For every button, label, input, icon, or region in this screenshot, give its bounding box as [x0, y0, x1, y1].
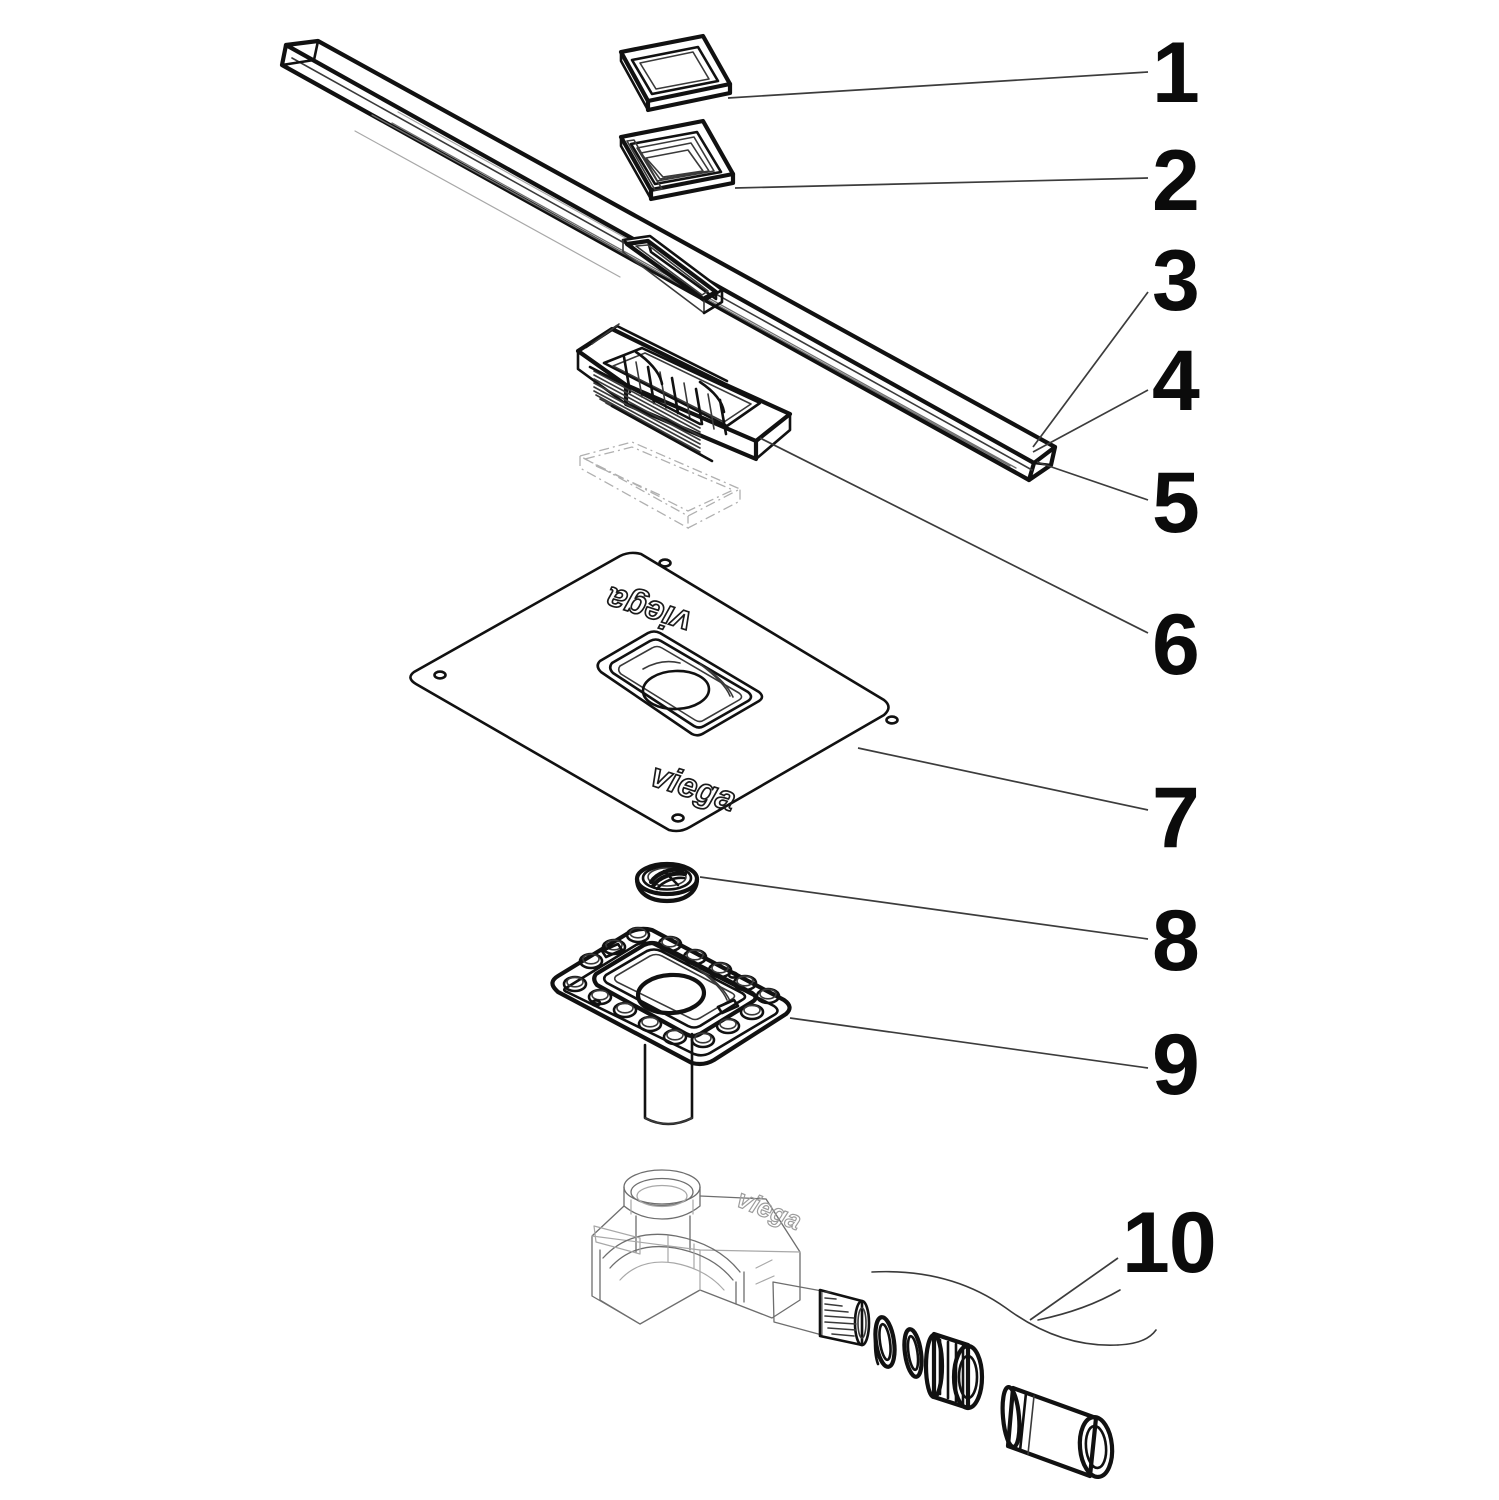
callout-label-6: 6 [1152, 597, 1200, 693]
leader-10 [1029, 1257, 1119, 1321]
part-7-sealing-membrane-plate: viega viega [409, 551, 899, 833]
channel-cover-opening [621, 234, 724, 315]
callout-label-9: 9 [1152, 1017, 1200, 1113]
leader-lines [699, 71, 1149, 1321]
viega-logo-siphon: viega [732, 1183, 806, 1237]
outlet-pipe [1000, 1385, 1115, 1480]
leader-9 [789, 1017, 1149, 1069]
callout-label-8: 8 [1152, 893, 1200, 989]
o-ring-2 [902, 1327, 924, 1379]
part-1-slot-cover-insert-plain [618, 33, 733, 113]
o-ring-1 [873, 1315, 897, 1369]
leader-3 [1032, 291, 1149, 448]
threaded-outlet [772, 1281, 871, 1347]
callout-label-2: 2 [1152, 133, 1200, 229]
part-2-slot-cover-insert-grooved [618, 118, 736, 202]
part-6-odour-trap-insert [575, 323, 793, 463]
callout-label-10: 10 [1122, 1195, 1217, 1291]
leader-6 [759, 437, 1149, 634]
svg-text:viega: viega [733, 1183, 806, 1236]
part-3-channel-cover-plate [279, 38, 1058, 483]
callout-label-3: 3 [1152, 233, 1200, 329]
membrane-central-opening [596, 630, 764, 737]
leader-7 [857, 747, 1149, 811]
leader-8 [699, 876, 1149, 940]
leader-5 [1036, 461, 1149, 501]
leader-4 [1032, 389, 1149, 453]
leader-2 [734, 177, 1149, 189]
part-8-seal-cap [634, 861, 700, 904]
part-6-phantom-gasket [578, 441, 742, 530]
callout-label-1: 1 [1152, 25, 1200, 121]
callout-label-5: 5 [1152, 455, 1200, 551]
leader-1 [727, 71, 1149, 99]
callout-label-7: 7 [1152, 770, 1200, 866]
part-10-siphon-trap-assembly: viega [591, 1169, 1157, 1480]
part-9-drain-body-flange [550, 926, 792, 1126]
union-nut [923, 1331, 985, 1411]
callout-label-4: 4 [1152, 333, 1200, 429]
